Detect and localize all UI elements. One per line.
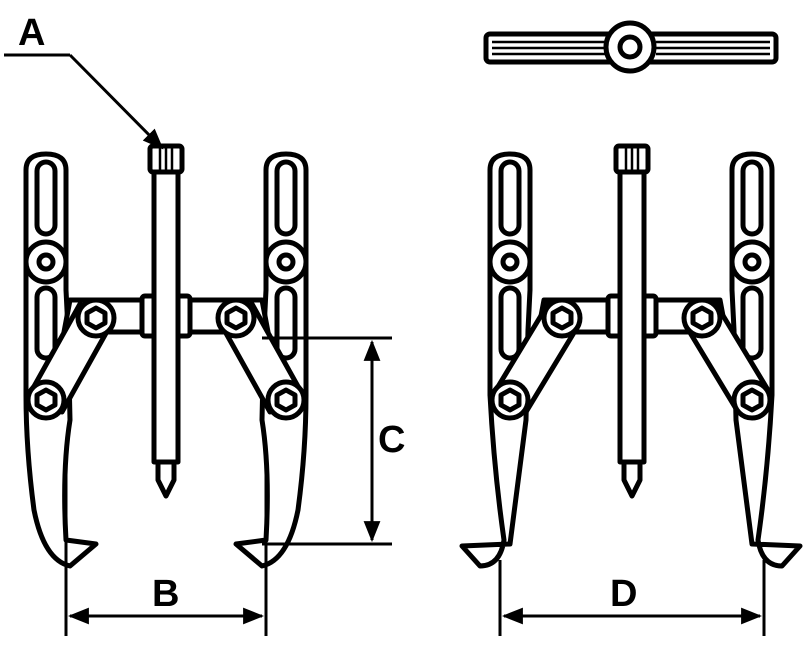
puller-left-view — [23, 143, 309, 569]
right-jaw-reversed — [729, 151, 803, 569]
label-d: D — [610, 573, 637, 615]
forcing-screw-right — [613, 143, 651, 499]
dimension-d — [498, 560, 766, 636]
label-a: A — [18, 12, 45, 54]
crossbar-top-view — [483, 20, 779, 74]
left-jaw-reversed — [459, 151, 533, 569]
forcing-screw — [147, 143, 185, 499]
dimension-b — [64, 456, 268, 636]
links-right — [489, 297, 773, 421]
puller-right-view — [459, 143, 803, 569]
label-c: C — [378, 419, 405, 461]
dimension-c — [262, 336, 392, 546]
leader-a — [4, 53, 164, 150]
label-b: B — [152, 573, 179, 615]
links — [25, 297, 307, 421]
